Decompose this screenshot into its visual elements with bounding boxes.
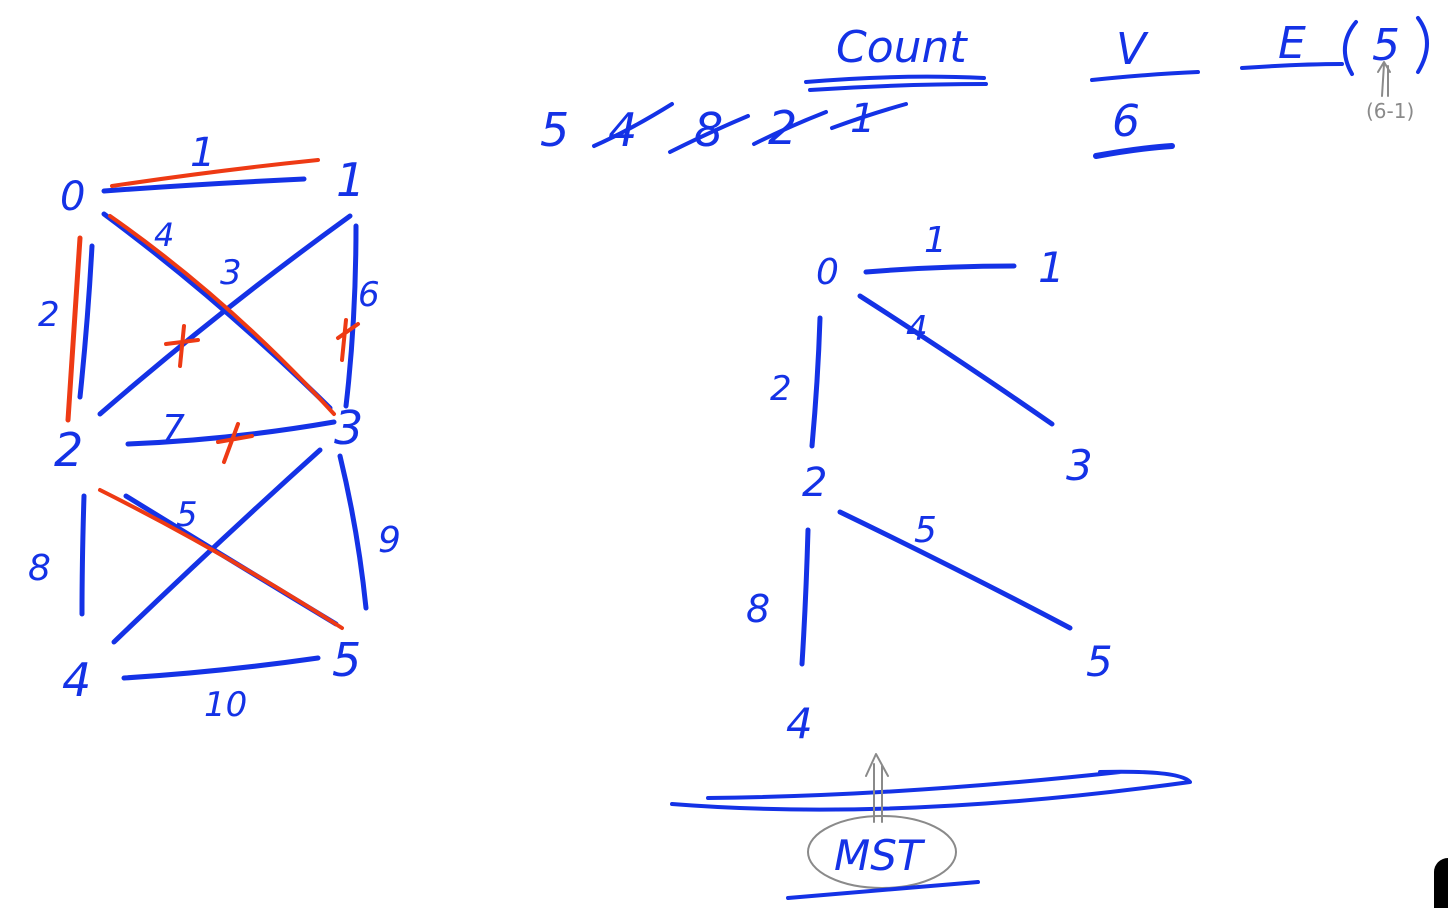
node-0-label: 0	[60, 174, 85, 220]
weight-2-3: 7	[162, 408, 185, 449]
highlight-edge-2-5	[98, 488, 344, 630]
original-graph: 0 1 2 3 4 5 1 2 4 3 6 7 8 5 9 10	[28, 130, 401, 725]
mst-node-5-label: 5	[1086, 637, 1113, 686]
mst-node-4-label: 4	[786, 699, 813, 748]
weight-2-5: 5	[176, 495, 198, 535]
weight-0-2: 2	[38, 295, 60, 335]
e-paren-right	[1416, 16, 1429, 74]
edge-3-4	[111, 447, 323, 645]
strike-count-3	[668, 114, 750, 154]
count-underline	[804, 74, 986, 84]
edge-4-5	[121, 655, 321, 681]
edge-3-5	[337, 453, 369, 611]
weight-0-3: 4	[154, 216, 174, 254]
edge-2-3	[125, 419, 337, 447]
mst-weight-0-2: 2	[770, 369, 792, 409]
mst-arrow	[865, 753, 889, 823]
reject-mark-1-2	[164, 324, 200, 368]
node-1-label: 1	[336, 153, 365, 207]
e-note-arrow	[1377, 61, 1391, 97]
v-label: V	[1116, 24, 1149, 75]
v-underline	[1090, 70, 1200, 82]
edge-1-3	[343, 223, 359, 409]
node-2-label: 2	[54, 423, 83, 477]
mst-label-circle	[807, 815, 957, 889]
weight-1-2: 3	[220, 253, 242, 293]
mst-weight-0-1: 1	[924, 220, 947, 261]
strike-count-5	[830, 102, 908, 130]
highlight-edge-0-3	[108, 214, 336, 416]
e-label: E	[1278, 18, 1306, 69]
count-value-1: 5	[540, 103, 569, 157]
mst-label: MST	[834, 831, 926, 880]
v-value: 6	[1112, 96, 1140, 147]
strike-count-2	[592, 102, 674, 148]
mst-edge-0-1	[863, 263, 1017, 275]
mst-label-underline	[786, 880, 980, 900]
e-underline	[1240, 62, 1344, 70]
edge-count-section: E 5 (6-1)	[1240, 16, 1429, 123]
count-value-4: 2	[768, 101, 797, 155]
mst-edge-2-5	[837, 509, 1073, 631]
highlight-edge-0-2	[65, 235, 83, 423]
mst-bracket	[670, 769, 1192, 812]
weight-3-5: 9	[378, 520, 401, 561]
window-corner	[1434, 858, 1448, 908]
strike-count-4	[752, 110, 828, 146]
v-value-underline	[1093, 143, 1175, 159]
mst-edge-0-3	[857, 293, 1055, 427]
reject-mark-2-3	[216, 422, 254, 464]
mst-node-3-label: 3	[1066, 441, 1093, 490]
node-3-label: 3	[334, 401, 363, 455]
mst-node-0-label: 0	[816, 252, 839, 293]
mst-weight-0-3: 4	[906, 309, 928, 349]
weight-1-3: 6	[358, 275, 380, 315]
mst-node-1-label: 1	[1038, 243, 1065, 292]
count-section: Count 5 4 8 2 1	[540, 22, 988, 157]
node-4-label: 4	[62, 653, 91, 707]
edge-1-2	[97, 213, 353, 417]
reject-mark-1-3	[336, 318, 360, 362]
e-paren-left	[1343, 20, 1358, 76]
weight-2-4: 8	[28, 548, 51, 589]
mst-node-2-label: 2	[802, 460, 827, 506]
e-value: 5	[1372, 20, 1400, 71]
edge-0-1	[101, 176, 307, 194]
mst-weight-2-4: 8	[746, 587, 770, 631]
count-underline-2	[808, 82, 988, 92]
weight-4-5: 10	[204, 685, 247, 725]
edge-0-2	[77, 243, 95, 400]
mst-weight-2-5: 5	[914, 510, 937, 551]
mst-edge-0-2	[809, 315, 823, 449]
vertex-count-section: V 6	[1090, 24, 1200, 159]
weight-0-1: 1	[190, 130, 215, 176]
mst-edge-2-4	[799, 527, 811, 667]
edge-2-4	[79, 493, 87, 617]
count-label: Count	[836, 22, 968, 73]
mst-graph: 0 1 2 3 4 5 1 2 4 8 5 MST	[670, 220, 1192, 900]
highlight-edge-0-1	[110, 158, 320, 188]
e-note: (6-1)	[1366, 99, 1414, 123]
node-5-label: 5	[332, 633, 361, 687]
